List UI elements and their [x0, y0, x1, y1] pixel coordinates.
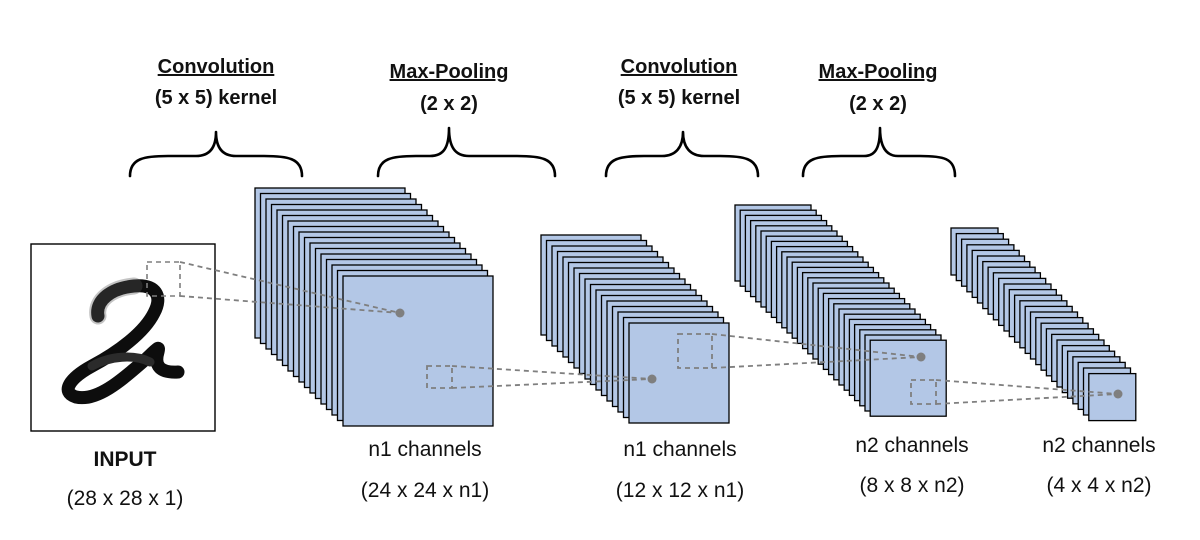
- layer-3-channels: n2 channels: [855, 434, 968, 457]
- connector-line: [179, 261, 401, 314]
- layer-4-channels: n2 channels: [1042, 434, 1155, 457]
- op-2-title: Max-Pooling: [390, 61, 509, 83]
- op-3-title: Convolution: [621, 56, 738, 78]
- connector-line: [935, 393, 1119, 405]
- input-receptive-field: [146, 261, 181, 297]
- layer-1-feature-map: [342, 275, 494, 427]
- op-1-title: Convolution: [158, 56, 275, 78]
- layer-1-stack: [254, 187, 494, 427]
- layer-1-channels: n1 channels: [368, 438, 481, 461]
- brace-2: [376, 126, 557, 178]
- op-4-title: Max-Pooling: [819, 61, 938, 83]
- layer-1-dims: (24 x 24 x n1): [361, 479, 489, 502]
- connector-line: [711, 333, 922, 358]
- layer-4-feature-map: [1088, 372, 1137, 422]
- layer-4-stack: [950, 227, 1137, 422]
- layer-3-stack: [734, 204, 947, 417]
- layer-3-receptive-field: [910, 379, 937, 405]
- layer-2-feature-map: [628, 322, 730, 424]
- layer-1-receptive-field: [426, 365, 453, 389]
- layer-4-dims: (4 x 4 x n2): [1046, 474, 1151, 497]
- handwritten-digit-2-icon: [61, 277, 185, 405]
- layer-3-dims: (8 x 8 x n2): [859, 474, 964, 497]
- feature-map-stacks: [254, 187, 1137, 427]
- input-label: INPUT: [94, 448, 157, 471]
- layer-2-receptive-field: [677, 333, 713, 369]
- op-4-subtitle: (2 x 2): [849, 93, 907, 115]
- connector-line: [451, 365, 653, 380]
- brace-1: [128, 130, 304, 178]
- connector-line: [711, 356, 922, 369]
- connector-line: [451, 378, 653, 389]
- layer-3-feature-map: [869, 339, 947, 417]
- op-1-subtitle: (5 x 5) kernel: [155, 87, 277, 109]
- input-dims: (28 x 28 x 1): [67, 487, 184, 510]
- brace-4: [801, 126, 957, 178]
- connectors: [179, 261, 1119, 405]
- input-image: [30, 243, 216, 432]
- op-2-subtitle: (2 x 2): [420, 93, 478, 115]
- op-3-subtitle: (5 x 5) kernel: [618, 87, 740, 109]
- layer-2-stack: [540, 234, 730, 424]
- layer-2-channels: n1 channels: [623, 438, 736, 461]
- connector-line: [179, 295, 401, 314]
- layer-2-dims: (12 x 12 x n1): [616, 479, 744, 502]
- connector-line: [935, 379, 1119, 395]
- brace-3: [604, 130, 760, 178]
